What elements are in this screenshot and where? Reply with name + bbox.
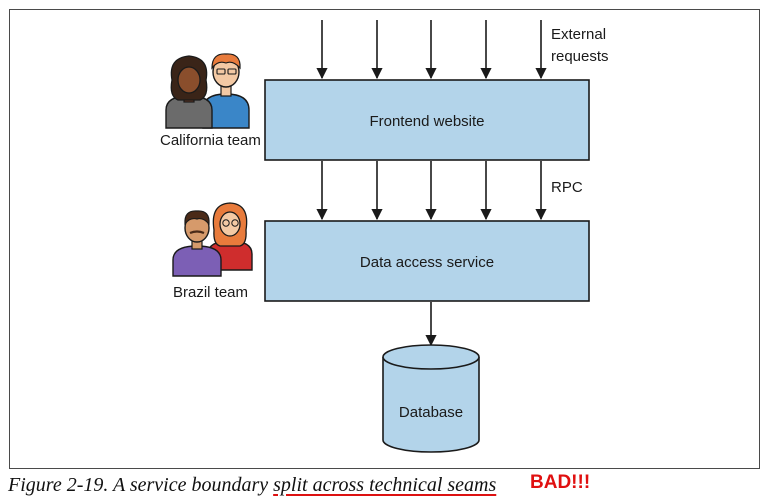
database-cylinder: [382, 344, 480, 453]
frontend-box: [264, 79, 590, 161]
external-requests-label-line2: requests: [551, 48, 609, 65]
figure-caption: Figure 2-19. A service boundary split ac…: [8, 474, 496, 497]
external-requests-label-line1: External: [551, 26, 607, 43]
rpc-arrows: [316, 161, 547, 221]
data-access-service-label: Data access service: [359, 254, 495, 271]
california-team-label: California team: [160, 132, 261, 149]
database-label: Database: [398, 404, 464, 421]
caption-prefix: Figure 2-19. A service boundary: [8, 474, 274, 496]
caption-underlined: split across technical seams: [273, 474, 497, 496]
data-access-box: [264, 220, 590, 302]
bad-annotation: BAD!!!: [530, 472, 591, 493]
frontend-website-label: Frontend website: [369, 113, 485, 130]
team-people-icon: [165, 53, 250, 129]
figure-frame: [9, 9, 760, 469]
team-people-icon: [172, 202, 253, 277]
rpc-label: RPC: [551, 179, 583, 196]
brazil-team-label: Brazil team: [173, 284, 249, 301]
external-request-arrows: [316, 20, 547, 80]
